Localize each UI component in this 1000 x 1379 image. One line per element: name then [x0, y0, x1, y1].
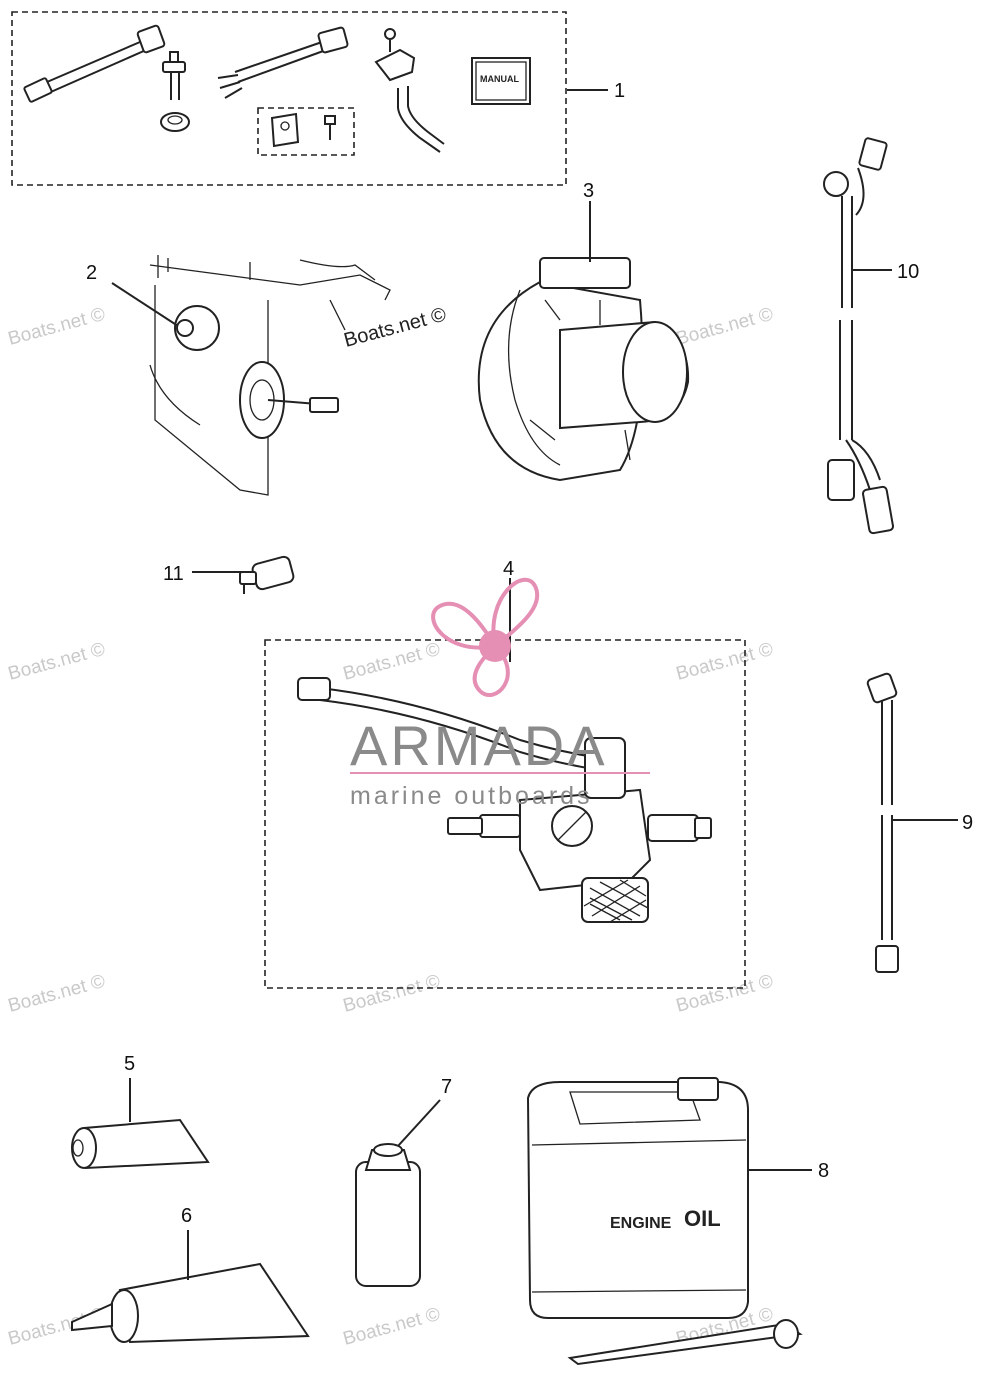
bolt-grommet-icon — [160, 51, 190, 132]
part-5-tube — [71, 1078, 210, 1170]
watermark-6: Boats.net © — [6, 971, 108, 1017]
harness-right-icon — [217, 26, 349, 99]
oil-label: OIL — [684, 1206, 721, 1231]
watermark-5: Boats.net © — [674, 639, 776, 685]
part-4-fuel-pump — [264, 578, 746, 989]
screw-icon — [324, 115, 336, 140]
callout-1: 1 — [614, 80, 625, 102]
harness-left-icon — [23, 24, 166, 103]
armada-logo: ARMADA marine outboards — [350, 577, 650, 810]
clamp-icon — [270, 112, 300, 148]
watermark-3: Boats.net © — [6, 639, 108, 685]
manual-icon: MANUAL — [471, 57, 531, 105]
part-7-can — [355, 1099, 441, 1287]
watermark-dark: Boats.net © — [342, 303, 449, 351]
logo-tagline: marine outboards — [350, 782, 593, 810]
watermark-7: Boats.net © — [341, 971, 443, 1017]
logo-brand: ARMADA — [350, 714, 608, 777]
callout-8: 8 — [818, 1160, 829, 1182]
callout-4: 4 — [503, 558, 514, 580]
callout-6: 6 — [181, 1205, 192, 1227]
part-9-wire — [866, 672, 958, 973]
sensor-hose-icon — [374, 28, 445, 153]
part-3-stator — [477, 201, 690, 482]
watermark-8: Boats.net © — [674, 971, 776, 1017]
engine-label: ENGINE — [610, 1215, 672, 1232]
callout-11: 11 — [163, 563, 184, 585]
watermark-2: Boats.net © — [674, 304, 776, 350]
callout-5: 5 — [124, 1053, 135, 1075]
callout-9: 9 — [962, 812, 973, 834]
part-10-harness — [823, 137, 895, 535]
callout-7: 7 — [441, 1076, 452, 1098]
part-8-oil-jug: ENGINE OIL — [526, 1077, 812, 1366]
part-2-lower-unit — [111, 255, 391, 496]
callout-3: 3 — [583, 180, 594, 202]
callout-10: 10 — [897, 261, 919, 283]
watermark-4: Boats.net © — [341, 639, 443, 685]
callout-2: 2 — [86, 262, 97, 284]
manual-label: MANUAL — [480, 74, 519, 84]
part-1-kit: MANUAL — [11, 11, 608, 186]
part-11-fitting — [192, 555, 295, 594]
propeller-icon — [431, 577, 540, 697]
watermark-1: Boats.net © — [6, 304, 108, 350]
watermark-10: Boats.net © — [341, 1304, 443, 1350]
part-6-tube — [71, 1230, 310, 1344]
